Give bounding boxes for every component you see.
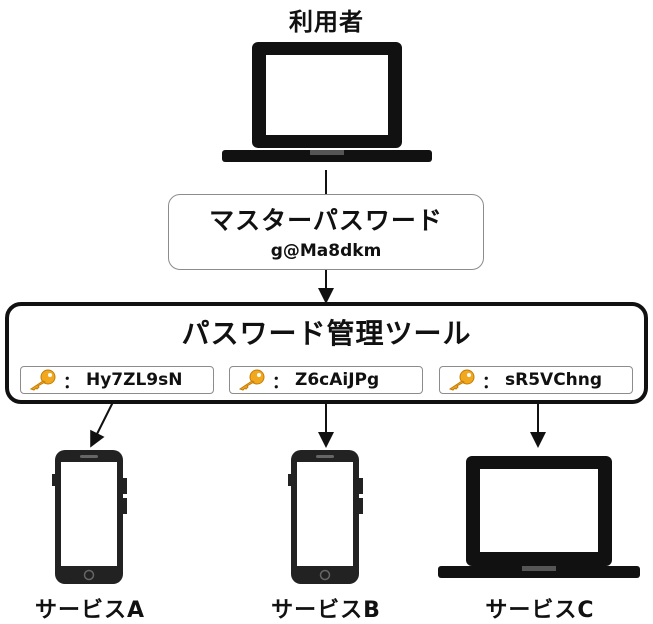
credential-entry-a: ： Hy7ZL9sN <box>20 366 214 394</box>
smartphone-icon <box>52 450 127 584</box>
laptop-icon <box>438 456 640 578</box>
master-password-box: マスターパスワード g@Ma8dkm <box>168 194 484 270</box>
user-label: 利用者 <box>289 8 364 36</box>
credential-separator: ： <box>482 372 499 393</box>
service-a-label: サービスA <box>34 598 146 623</box>
key-icon <box>448 369 475 391</box>
smartphone-icon <box>288 450 363 584</box>
credential-password: Z6cAiJPg <box>295 370 380 390</box>
key-icon <box>238 369 265 391</box>
credential-entry-c: ： sR5VChng <box>439 366 633 394</box>
credential-password: sR5VChng <box>505 370 603 390</box>
password-manager-title: パスワード管理ツール <box>181 317 472 350</box>
key-icon <box>29 369 56 391</box>
service-b-label: サービスB <box>271 598 381 623</box>
credential-separator: ： <box>63 372 80 393</box>
master-password-value: g@Ma8dkm <box>270 241 382 261</box>
credential-separator: ： <box>272 372 289 393</box>
laptop-icon <box>222 42 432 162</box>
credential-entry-b: ： Z6cAiJPg <box>229 366 423 394</box>
service-c-label: サービスC <box>485 598 595 623</box>
credential-password: Hy7ZL9sN <box>86 370 183 390</box>
master-password-title: マスターパスワード <box>209 206 443 235</box>
